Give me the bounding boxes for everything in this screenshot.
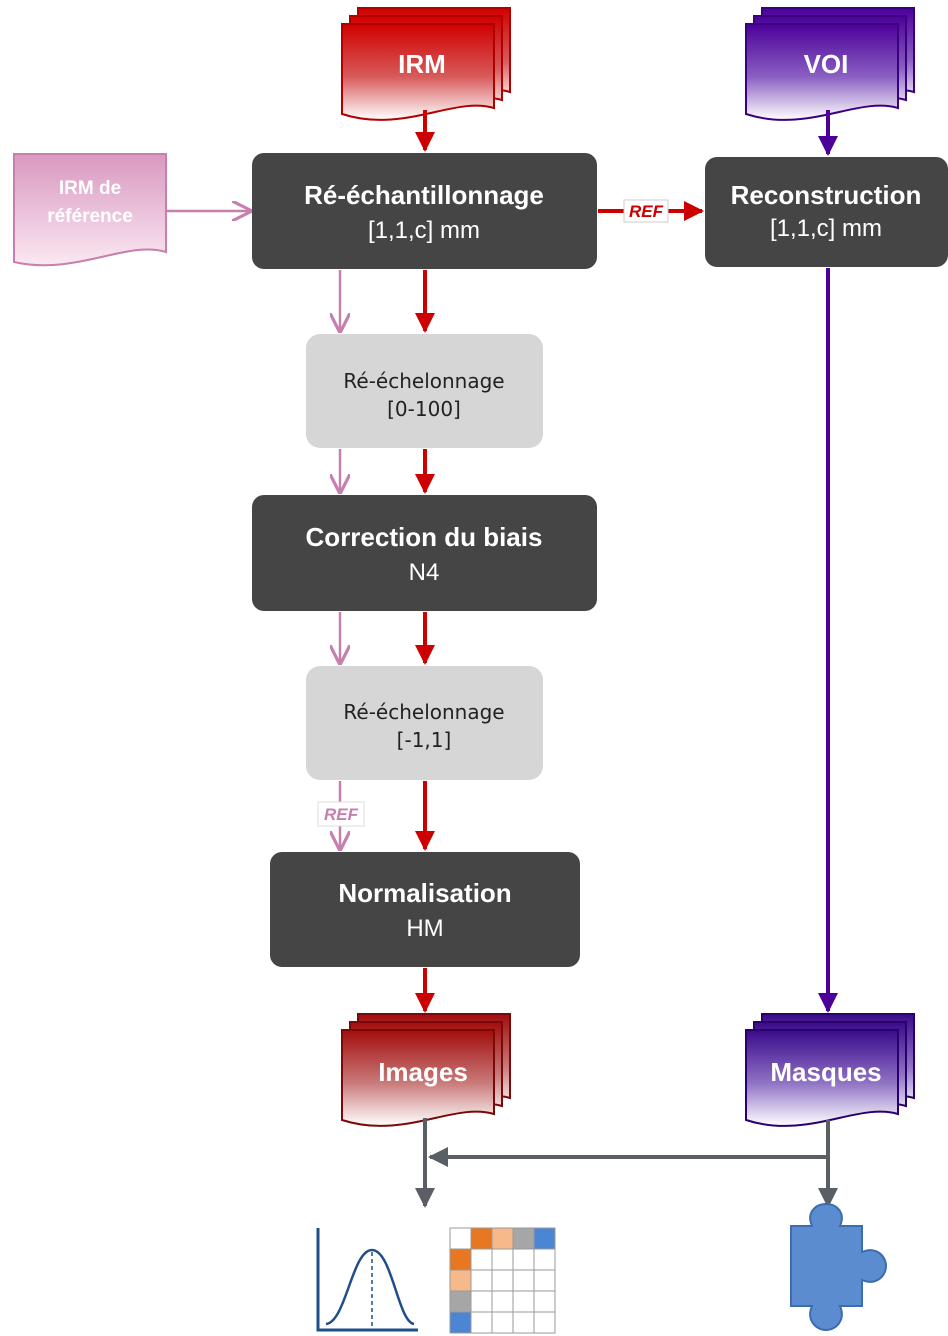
images-output-document: Images [341,1013,511,1127]
matrix-cell [470,1227,493,1250]
reconstruction-title: Reconstruction [731,180,922,210]
matrix-cell [491,1248,514,1271]
matrix-cell [449,1227,472,1250]
matrix-cell [533,1290,556,1313]
puzzle-piece-icon [790,1202,888,1332]
matrix-cell [533,1227,556,1250]
voi-label: VOI [804,49,849,79]
irm-input-document: IRM [341,7,511,121]
matrix-cell [533,1311,556,1334]
normalisation-step: Normalisation HM [270,852,580,967]
normalisation-sub: HM [406,915,443,942]
matrix-cell [449,1290,472,1313]
matrix-cell [512,1269,535,1292]
matrix-cell [533,1248,556,1271]
ref-tag-lower: REF [317,801,365,827]
matrix-cell [491,1311,514,1334]
irm-label: IRM [398,49,446,79]
rescale-minus1-1-step: Ré-échelonnage [-1,1] [306,666,543,780]
ref-tag-lower-label: REF [324,805,359,824]
matrix-cell [491,1269,514,1292]
normalisation-title: Normalisation [338,878,511,908]
pink-flow-arrows [167,211,340,849]
feature-matrix-icon [449,1227,556,1334]
gray-flow-arrows [415,1118,838,1208]
rescale1-sub: [0-100] [387,397,461,421]
matrix-cell [512,1290,535,1313]
rescale2-title: Ré-échelonnage [343,700,504,724]
irm-reference-label-line1: IRM de [59,178,121,199]
matrix-cell [449,1248,472,1271]
masks-output-document: Masques [745,1013,915,1127]
resample-sub: [1,1,c] mm [368,217,480,244]
images-label: Images [378,1057,468,1087]
resample-step: Ré-échantillonnage [1,1,c] mm [252,153,597,269]
matrix-cell [470,1269,493,1292]
matrix-cell [491,1290,514,1313]
bias-correction-step: Correction du biais N4 [252,495,597,611]
matrix-cell [470,1311,493,1334]
matrix-cell [533,1269,556,1292]
rescale-0-100-step: Ré-échelonnage [0-100] [306,334,543,448]
matrix-cell [470,1248,493,1271]
bias-title: Correction du biais [306,522,543,552]
rescale1-title: Ré-échelonnage [343,369,504,393]
matrix-cell [491,1227,514,1250]
matrix-cell [512,1227,535,1250]
ref-tag-top-label: REF [629,202,664,221]
matrix-cell [449,1311,472,1334]
resample-title: Ré-échantillonnage [304,180,544,210]
matrix-cell [449,1269,472,1292]
distribution-curve-icon [316,1228,418,1332]
ref-tag-top: REF [623,199,669,223]
reconstruction-step: Reconstruction [1,1,c] mm [705,157,948,267]
matrix-cell [470,1290,493,1313]
matrix-cell [512,1311,535,1334]
reconstruction-sub: [1,1,c] mm [770,215,882,242]
irm-reference-document: IRM de référence [13,153,167,267]
masks-label: Masques [770,1057,881,1087]
irm-reference-label-line2: référence [47,206,133,227]
rescale2-sub: [-1,1] [397,728,452,752]
bias-sub: N4 [409,559,440,586]
voi-input-document: VOI [745,7,915,121]
matrix-cell [512,1248,535,1271]
